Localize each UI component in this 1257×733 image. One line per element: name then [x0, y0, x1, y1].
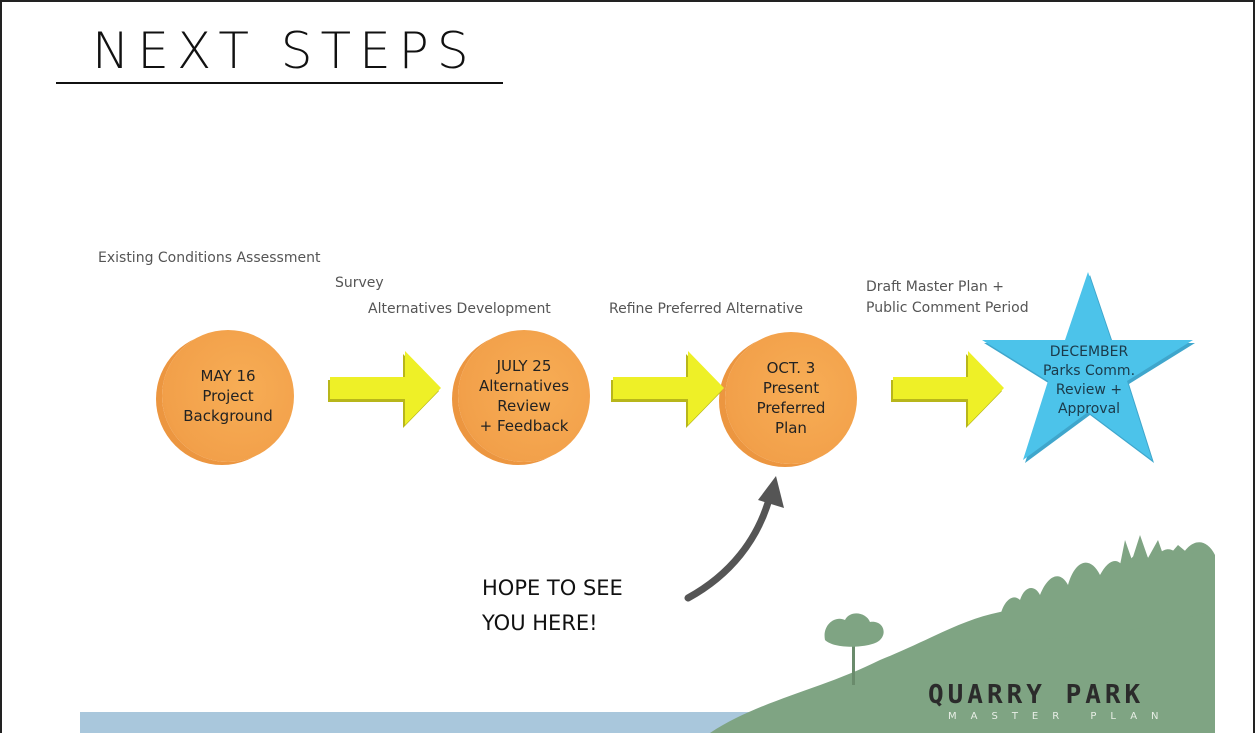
milestone-december: DECEMBER Parks Comm. Review + Approval: [1042, 344, 1136, 417]
logo-subtitle: MASTER PLAN: [948, 711, 1173, 722]
star-icon: [982, 272, 1195, 463]
curved-arrow-icon: [684, 476, 784, 602]
milestone-july-25: JULY 25 Alternatives Review + Feedback: [458, 330, 590, 462]
page-title: NEXT STEPS: [92, 22, 477, 80]
label-draft-master-plan: Draft Master Plan + Public Comment Perio…: [866, 279, 1029, 316]
milestone-may-16: MAY 16 Project Background: [162, 330, 294, 462]
arrow-right-icon: [328, 351, 441, 428]
milestone-oct-3: OCT. 3 Present Preferred Plan: [725, 332, 857, 464]
label-refine-preferred: Refine Preferred Alternative: [609, 301, 803, 317]
arrow-right-icon: [611, 351, 724, 428]
arrow-right-icon: [891, 351, 1004, 428]
label-existing-conditions: Existing Conditions Assessment: [98, 250, 321, 266]
water-strip: [80, 712, 780, 733]
title-underline: [56, 82, 503, 84]
callout-text: HOPE TO SEE YOU HERE!: [482, 576, 623, 635]
label-survey: Survey: [335, 275, 384, 291]
label-alternatives-development: Alternatives Development: [368, 301, 551, 317]
logo-quarry-park: QUARRY PARK: [928, 680, 1145, 710]
